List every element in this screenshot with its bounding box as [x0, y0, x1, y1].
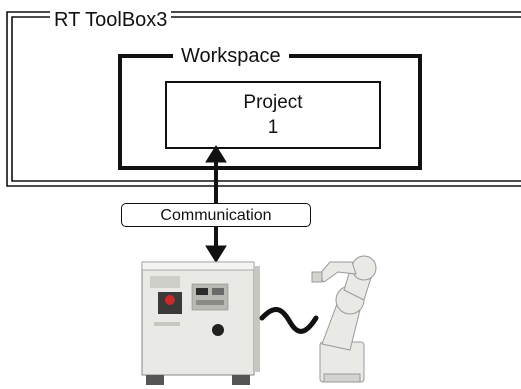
project-label: Project 1	[166, 90, 380, 140]
cable-icon	[259, 307, 319, 334]
project-label-line2: 1	[267, 117, 279, 138]
communication-label: Communication	[121, 203, 311, 227]
project-box	[165, 81, 381, 149]
software-title: RT ToolBox3	[50, 10, 172, 30]
project-label-line1: Project	[243, 92, 303, 113]
robot-arm-icon	[311, 255, 377, 383]
workspace-title: Workspace	[173, 46, 289, 66]
robot-controller-icon	[141, 261, 260, 385]
software-frame	[6, 11, 521, 187]
